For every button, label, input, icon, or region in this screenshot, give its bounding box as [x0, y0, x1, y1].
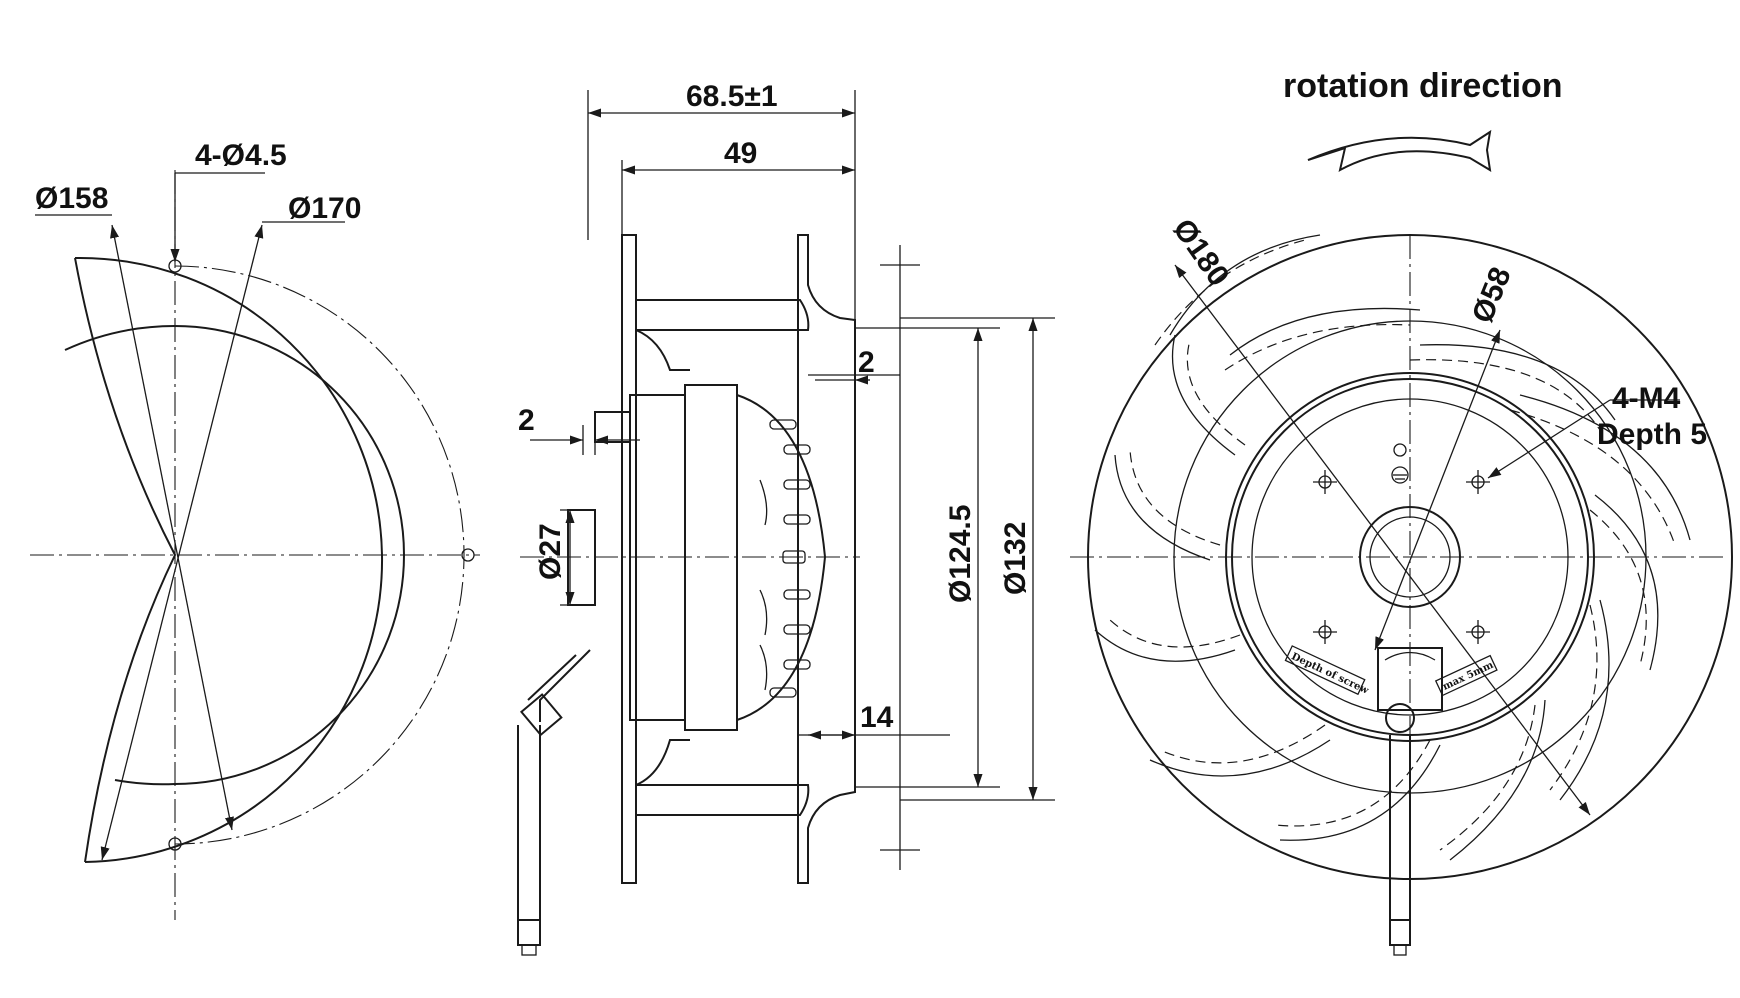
dim-14-label: 14 [860, 701, 894, 734]
inner-arc-bottom [114, 779, 176, 786]
screw-holes [1313, 470, 1490, 644]
front-shroud [797, 234, 856, 884]
outer-flange-arc [74, 256, 383, 863]
svg-text:Depth of screw: Depth of screw [1290, 651, 1371, 697]
depth-68-label: 68.5±1 [686, 80, 778, 113]
front-view: rotation direction [1070, 67, 1733, 956]
screw-label-box-1: Depth of screw [1284, 645, 1371, 697]
ground-symbol-icon [1391, 443, 1409, 484]
vent-slots [759, 419, 811, 698]
thread-depth-label: Depth 5 [1597, 418, 1707, 451]
cable-gland [519, 693, 563, 737]
left-view: 4-Ø4.5 Ø158 Ø170 [30, 139, 480, 920]
cable-tip [521, 944, 537, 956]
d170-dimension-line [100, 224, 264, 861]
rotation-title: rotation direction [1283, 67, 1563, 105]
bolt-holes-label: 4-Ø4.5 [195, 139, 287, 172]
rotor-housing [684, 384, 738, 731]
cable-upper [539, 649, 591, 722]
blade-top [635, 299, 810, 331]
thread-label: 4-M4 [1612, 382, 1681, 415]
hub-shoulder-bottom [635, 739, 690, 786]
flange-cut-edge [74, 257, 177, 863]
front-cable-tip [1393, 944, 1407, 956]
inner-arc-top [64, 324, 176, 351]
gap-2-top-label: 2 [858, 346, 875, 379]
d124-label: Ø124.5 [944, 505, 977, 603]
front-cable-end [1389, 919, 1411, 946]
inner-circle-arc [174, 325, 405, 785]
bolt-circle [174, 265, 465, 845]
gap-2-left-label: 2 [518, 404, 535, 437]
blade-bottom [635, 784, 810, 816]
d180-label: Ø180 [1166, 213, 1235, 292]
thread-leader [1487, 399, 1611, 479]
d58-line [1374, 329, 1501, 651]
cable-end [517, 919, 541, 946]
back-plate [621, 234, 637, 884]
front-cable [1389, 735, 1411, 920]
depth-49-label: 49 [724, 137, 757, 170]
screw-label-box-2: max 5mm [1434, 654, 1498, 697]
d158-dimension-line [110, 224, 234, 831]
cable-upper-2 [527, 654, 577, 701]
rotor-dome [736, 394, 827, 721]
svg-text:max 5mm: max 5mm [1441, 660, 1496, 693]
d170-label: Ø170 [288, 192, 361, 225]
cable-exit-arc [1384, 651, 1436, 661]
d158-label: Ø158 [35, 182, 108, 215]
d27-label: Ø27 [534, 523, 567, 580]
cable-body [517, 725, 541, 920]
cable-grommet [1385, 703, 1415, 733]
bolt-hole-right [461, 548, 475, 562]
d132-label: Ø132 [999, 522, 1032, 595]
cable-exit-housing [1377, 647, 1443, 711]
d58-label: Ø58 [1466, 263, 1518, 328]
side-view: 68.5±1 49 [517, 80, 1055, 956]
hub-boss [594, 411, 631, 443]
hub-shoulder-top [635, 329, 690, 371]
rotation-arrow-icon [1307, 129, 1492, 172]
